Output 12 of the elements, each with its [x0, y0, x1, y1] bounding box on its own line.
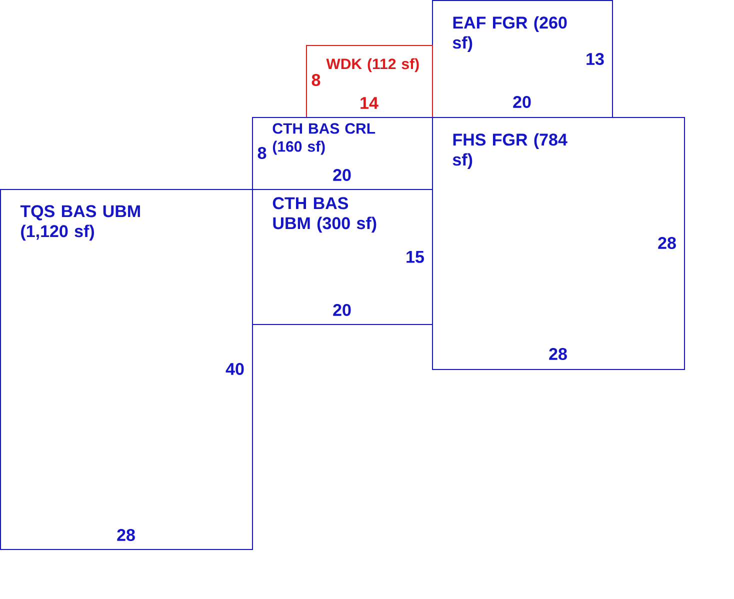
dimension-label: 20: [333, 304, 351, 316]
dimension-label: 14: [360, 97, 378, 109]
dimension-label: 28: [549, 348, 567, 360]
dimension-label: 15: [406, 251, 424, 263]
dimension-label: 8: [312, 74, 320, 86]
dimension-label: 28: [658, 236, 676, 250]
dimension-label: 8: [258, 146, 266, 160]
dimension-label: 20: [513, 96, 531, 108]
dimension-label: 28: [117, 528, 135, 541]
dimension-label: 20: [333, 168, 351, 182]
dimension-label: 13: [586, 52, 604, 66]
dimension-label: 40: [226, 362, 244, 375]
